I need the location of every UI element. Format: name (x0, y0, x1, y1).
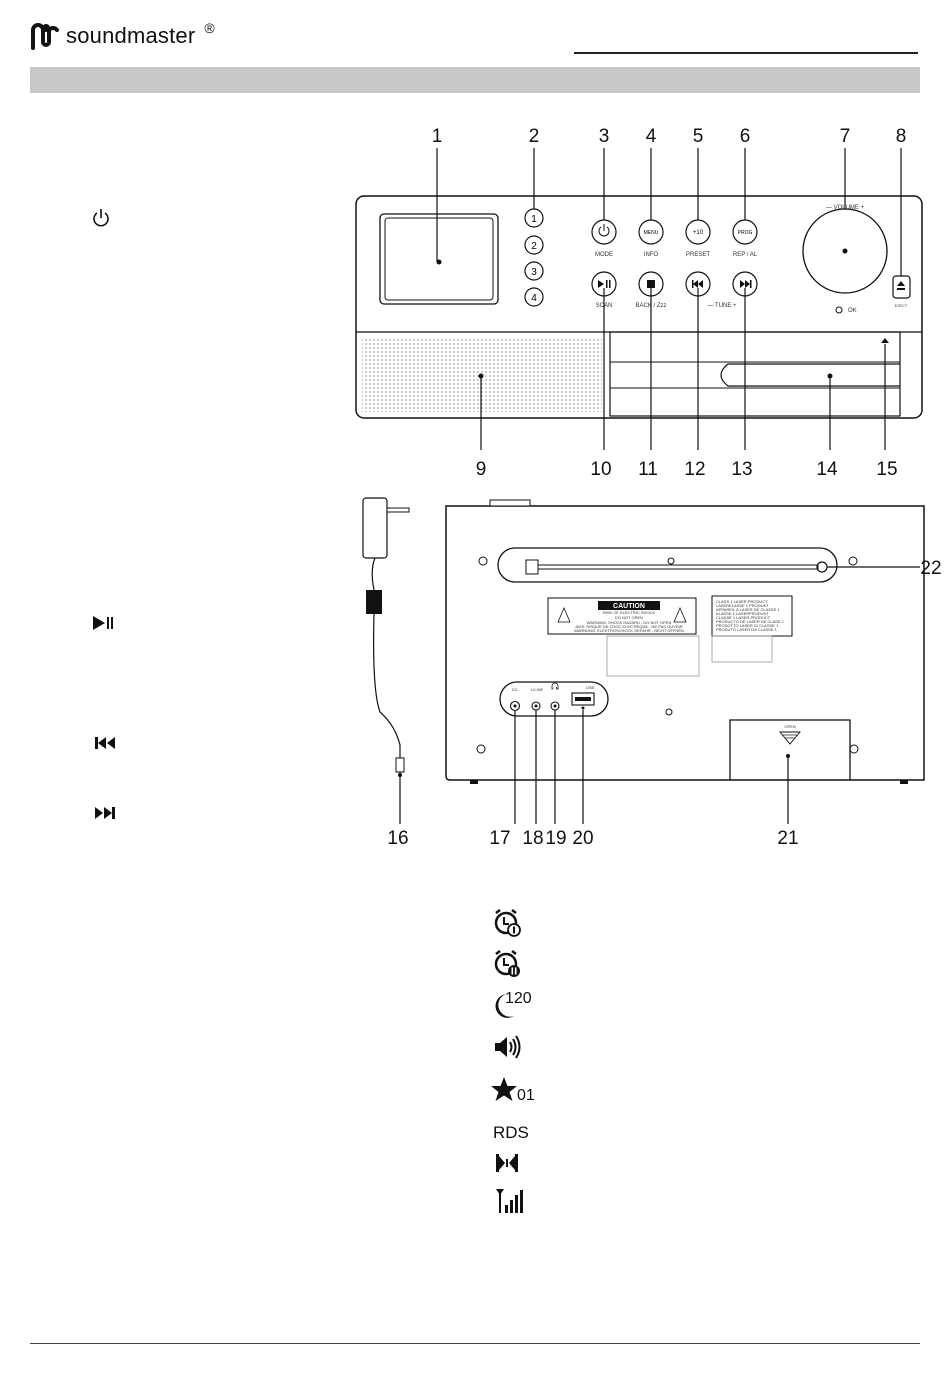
preset-4: 4 (531, 293, 537, 304)
callout-15: 15 (876, 459, 897, 480)
rds-text: RDS (493, 1123, 529, 1142)
preset-1: 1 (531, 214, 537, 225)
preset-2: 2 (531, 241, 537, 252)
callout-17: 17 (489, 828, 510, 849)
favorite-value: 01 (517, 1087, 535, 1104)
callout-8: 8 (896, 126, 907, 147)
label-open: OPEN (784, 724, 795, 729)
stereo-icon (490, 1146, 540, 1180)
laser-line-5: CLASSE 1 LASER PRODUCT (716, 615, 771, 620)
alarm-1-icon (490, 906, 540, 940)
laser-line-6: PRODUCTO DE LASER DE CLASE 1 (716, 619, 785, 624)
label-ok: OK (848, 308, 857, 314)
footer-rule (30, 1343, 920, 1344)
laser-line-3: APPAREIL A LASER DE CLASSE 1 (716, 607, 780, 612)
callout-14: 14 (816, 459, 838, 480)
callout-22: 22 (920, 558, 941, 579)
callout-20: 20 (572, 828, 593, 849)
callout-13: 13 (731, 459, 752, 480)
btn-menu: MENU (644, 230, 659, 236)
btn-plus10: +10 (693, 230, 704, 236)
label-linein: L/LINE (531, 687, 544, 692)
callout-11: 11 (638, 459, 658, 480)
label-preset: PRESET (686, 252, 710, 258)
callout-10: 10 (590, 459, 611, 480)
power-icon (86, 207, 116, 229)
rear-panel-diagram: 22 CAUTION RISK OF ELECTRIC SHOCK DO NOT… (362, 497, 942, 849)
soundmaster-logo-icon (31, 23, 59, 50)
sleep-value: 120 (505, 990, 532, 1007)
callout-18: 18 (522, 828, 543, 849)
laser-line-7: PRODOTTO LASER DI CLASSE 1 (716, 623, 779, 628)
callout-1: 1 (432, 126, 443, 147)
header-rule (574, 52, 918, 54)
front-panel-diagram: 1 2 3 4 5 6 7 8 1 2 3 4 MENU +10 (355, 126, 923, 480)
callout-6: 6 (740, 126, 751, 147)
laser-line-4: KLASSE 1 LASERPRODUKT (716, 611, 769, 616)
btn-prog: PROG (738, 230, 753, 236)
favorite-icon: 01 (490, 1074, 540, 1108)
caution-line-3: WARNING: SHOCK HAZARD - DO NOT OPEN (587, 620, 672, 625)
next-icon (90, 802, 120, 824)
laser-line-1: CLASS 1 LASER PRODUCT (716, 599, 768, 604)
laser-line-8: PRODUTO LASER DA CLASSE 1 (716, 627, 778, 632)
brand-logo: soundmaster ® (30, 20, 215, 50)
preset-buttons: 1 2 3 4 (524, 208, 544, 307)
caution-line-4: AVIS: RISQUE DE CHOC ELECTRIQUE - NE PAS… (575, 624, 682, 629)
callout-16: 16 (387, 828, 408, 849)
callout-9: 9 (476, 459, 487, 480)
label-usb: USB (586, 685, 595, 690)
label-dc: DC (512, 687, 518, 692)
callout-2: 2 (529, 126, 540, 147)
callout-7: 7 (840, 126, 851, 147)
alarm-2-icon (490, 947, 540, 981)
label-eject: EJECT (895, 303, 908, 308)
label-mode: MODE (595, 252, 613, 258)
brand-name: soundmaster (66, 23, 196, 48)
callout-4: 4 (646, 126, 657, 147)
section-title-bar (30, 67, 920, 93)
preset-3: 3 (531, 267, 537, 278)
laser-line-2: LASERKLASSE 1 PRODUKT (716, 603, 769, 608)
callout-12: 12 (684, 459, 705, 480)
registered-mark: ® (204, 20, 215, 36)
label-info: INFO (644, 252, 659, 258)
callout-5: 5 (693, 126, 704, 147)
label-volume: — VOLUME + (826, 205, 865, 211)
caution-title: CAUTION (613, 603, 645, 610)
signal-strength-icon (490, 1184, 540, 1218)
previous-icon (90, 732, 120, 754)
caution-line-2: DO NOT OPEN (615, 615, 643, 620)
callout-19: 19 (545, 828, 566, 849)
volume-icon (490, 1030, 540, 1064)
sleep-timer-icon: 120 (490, 988, 540, 1022)
play-pause-icon (88, 612, 118, 634)
caution-line-5: WARNUNG: ELEKTROSCHOCK GEFAHR - NICHT ÖF… (574, 628, 684, 633)
callout-3: 3 (599, 126, 610, 147)
label-repal: REP / AL (733, 252, 758, 258)
rds-indicator: RDS (490, 1116, 540, 1150)
label-tune: — TUNE + (707, 303, 737, 309)
caution-line-1: RISK OF ELECTRIC SHOCK (603, 610, 656, 615)
callout-21: 21 (777, 828, 798, 849)
